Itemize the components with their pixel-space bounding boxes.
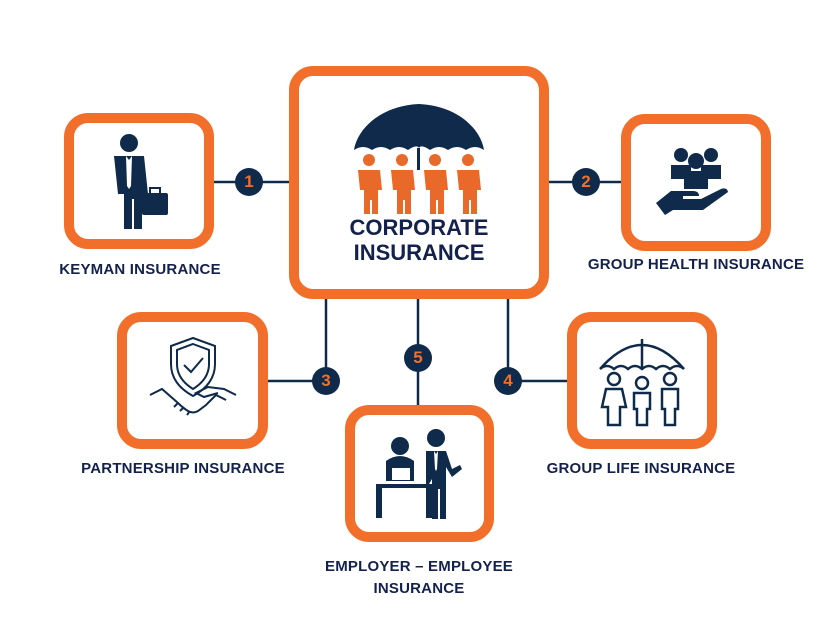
group-life-insurance-box [567, 312, 717, 449]
hand-group-icon [656, 147, 728, 215]
employer-employee-label-line1: EMPLOYER – EMPLOYEE [324, 558, 514, 575]
employer-employee-icon [375, 429, 462, 519]
center-title-line2: INSURANCE [353, 240, 485, 265]
center-title-line1: CORPORATE [349, 215, 489, 240]
partnership-insurance-box [117, 312, 268, 449]
number-badge-1: 1 [235, 168, 263, 196]
group-health-insurance-box [621, 114, 771, 251]
group-health-insurance-label: GROUP HEALTH INSURANCE [587, 256, 805, 273]
businessman-briefcase-icon [114, 134, 168, 229]
connector-3 [266, 296, 328, 383]
number-badge-3: 3 [312, 367, 340, 395]
group-life-insurance-label: GROUP LIFE INSURANCE [546, 460, 736, 477]
connector-4 [506, 296, 570, 383]
employer-employee-insurance-box [345, 405, 494, 542]
number-badge-5: 5 [404, 344, 432, 372]
employer-employee-label-line2: INSURANCE [373, 580, 465, 597]
keyman-insurance-label: KEYMAN INSURANCE [59, 261, 221, 278]
number-badge-2: 2 [572, 168, 600, 196]
umbrella-people-icon [354, 104, 484, 214]
center-title: CORPORATE INSURANCE [350, 215, 489, 265]
keyman-insurance-box [64, 113, 214, 249]
handshake-shield-icon [149, 336, 236, 416]
partnership-insurance-label: PARTNERSHIP INSURANCE [81, 460, 285, 477]
number-badge-4: 4 [494, 367, 522, 395]
employer-employee-insurance-label: EMPLOYER – EMPLOYEE INSURANCE [325, 556, 513, 600]
corporate-insurance-box: CORPORATE INSURANCE [289, 66, 549, 299]
family-umbrella-icon [599, 338, 685, 426]
